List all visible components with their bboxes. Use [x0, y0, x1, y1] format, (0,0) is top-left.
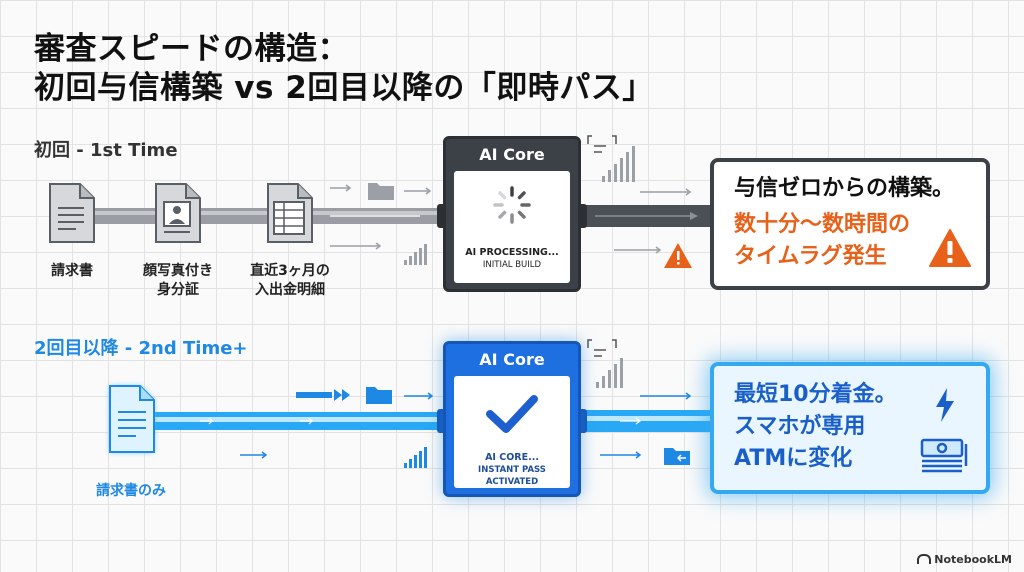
- result-box-first: 与信ゼロからの構築。 数十分〜数時間の タイムラグ発生: [710, 158, 990, 290]
- id-card-icon: [155, 183, 201, 243]
- title-line-2: 初回与信構築 vs 2回目以降の「即時パス」: [34, 70, 654, 106]
- ai-core-title: AI Core: [479, 350, 545, 369]
- ai-core-panel: AI PROCESSING... INITIAL BUILD: [454, 171, 570, 283]
- doc-label-invoice-only: 請求書のみ: [96, 483, 166, 499]
- row2-side-arrows: [240, 392, 692, 459]
- row2-label: 2回目以降 - 2nd Time+: [34, 338, 248, 359]
- document-icon: [49, 183, 95, 243]
- statement-icon: [267, 183, 313, 243]
- result-line-1: 与信ゼロからの構築。: [734, 176, 955, 201]
- result-line-3: ATMに変化: [734, 446, 853, 471]
- result-line-2: 数十分〜数時間の: [734, 212, 911, 237]
- ai-core-title: AI Core: [479, 145, 545, 164]
- row1-side-arrows: [330, 184, 692, 254]
- folder-return-icon: [664, 448, 690, 465]
- result-box-repeat: 最短10分着金。 スマホが専用 ATMに変化: [710, 362, 990, 494]
- money-stack-icon: [920, 438, 968, 473]
- signal-bars-icon: [404, 244, 427, 265]
- result-line-2: スマホが専用: [734, 414, 866, 439]
- row2-speed-chevrons: [296, 389, 350, 401]
- signal-bars-icon: [602, 146, 635, 182]
- spinner-icon: [493, 186, 531, 224]
- warning-icon: [664, 243, 692, 268]
- signal-bars-icon: [404, 447, 427, 468]
- notebooklm-logo-icon: [917, 554, 932, 564]
- ai-core-status-1: AI PROCESSING...: [465, 247, 559, 258]
- warning-icon: [929, 229, 971, 267]
- doc-label-id: 顔写真付き 身分証: [143, 263, 213, 298]
- ai-core-box: AI Core AI CORE... INSTANT PASS ACTIVATE…: [443, 341, 581, 497]
- folder-icon: [366, 387, 392, 404]
- folder-icon: [368, 183, 394, 200]
- bracket-text-icon: [587, 339, 617, 357]
- document-icon: [109, 385, 155, 453]
- ai-core-status-2: INSTANT PASS ACTIVATED: [478, 465, 546, 487]
- bracket-text-icon: [587, 135, 617, 153]
- ai-core-status-2: INITIAL BUILD: [482, 260, 542, 270]
- title-line-1: 審査スピードの構造：: [34, 31, 349, 67]
- ai-core-panel: AI CORE... INSTANT PASS ACTIVATED: [454, 376, 570, 488]
- doc-label-invoice: 請求書: [51, 263, 93, 279]
- result-line-3: タイムラグ発生: [734, 244, 887, 269]
- ai-core-status-1: AI CORE...: [485, 452, 539, 463]
- lightning-icon: [936, 388, 954, 422]
- doc-label-statement: 直近3ヶ月の 入出金明細: [250, 263, 330, 298]
- signal-bars-icon: [596, 358, 623, 388]
- result-line-1: 最短10分着金。: [734, 382, 897, 407]
- row1-label: 初回 - 1st Time: [34, 140, 178, 161]
- page-title: 審査スピードの構造： 初回与信構築 vs 2回目以降の「即時パス」: [34, 30, 654, 108]
- checkmark-icon: [486, 395, 538, 433]
- footer-brand: NotebookLM: [917, 553, 1012, 566]
- ai-core-box: AI Core AI PROCESSING... INITIAL BUILD: [443, 136, 581, 292]
